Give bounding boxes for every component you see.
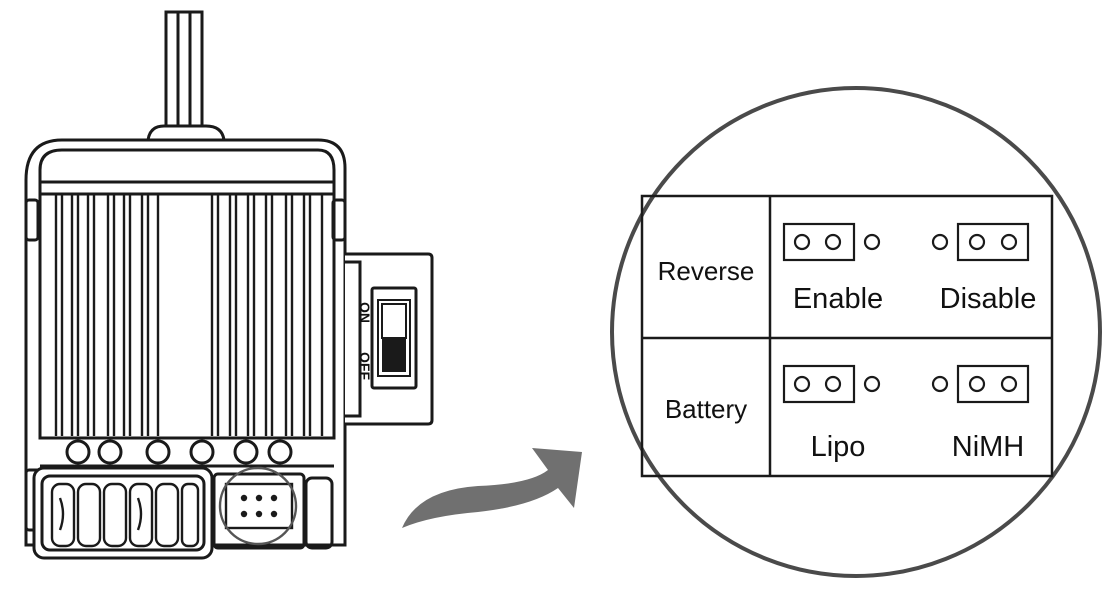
power-switch[interactable] (381, 303, 407, 339)
row-label-reverse: Reverse (658, 256, 755, 286)
heatsink-fins (54, 194, 324, 436)
bolt-row (40, 436, 334, 465)
option-lipo: Lipo (811, 431, 866, 463)
arrow-icon (402, 448, 582, 528)
header-highlight-circle (218, 466, 298, 546)
magnify-circle (610, 86, 1102, 578)
switch-off-label: OFF (357, 352, 373, 380)
jumper-enable (782, 222, 881, 262)
esc-device (24, 10, 434, 560)
option-nimh: NiMH (952, 431, 1025, 463)
row-label-battery: Battery (665, 394, 747, 424)
jumper-nimh (931, 364, 1030, 404)
switch-on-label: ON (357, 302, 373, 323)
esc-wires (164, 10, 204, 142)
option-disable: Disable (940, 283, 1037, 315)
settings-table (640, 194, 1054, 478)
option-enable: Enable (793, 283, 883, 315)
jumper-disable (931, 222, 1030, 262)
jumper-lipo (782, 364, 881, 404)
jumper-header[interactable] (224, 482, 294, 530)
